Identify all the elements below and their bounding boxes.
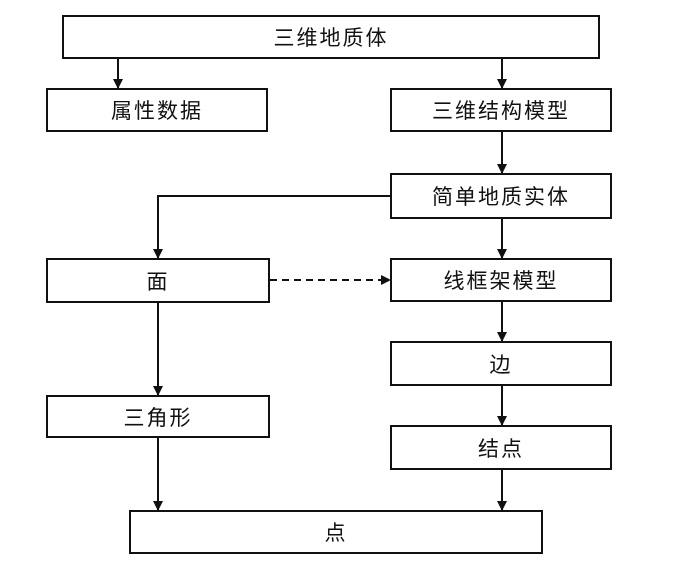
node-simple-geologic-entity: 简单地质实体 xyxy=(390,173,612,219)
node-wireframe-model: 线框架模型 xyxy=(390,258,612,302)
arrow-simple-entity-to-face xyxy=(153,195,390,259)
node-triangle: 三角形 xyxy=(46,395,270,438)
node-geologic-body-3d: 三维地质体 xyxy=(62,15,600,59)
node-node: 结点 xyxy=(390,425,612,470)
node-edge: 边 xyxy=(390,341,612,386)
node-face: 面 xyxy=(46,258,270,303)
node-attribute-data: 属性数据 xyxy=(46,88,268,132)
node-point: 点 xyxy=(129,510,543,554)
node-structural-model-3d: 三维结构模型 xyxy=(390,88,612,132)
